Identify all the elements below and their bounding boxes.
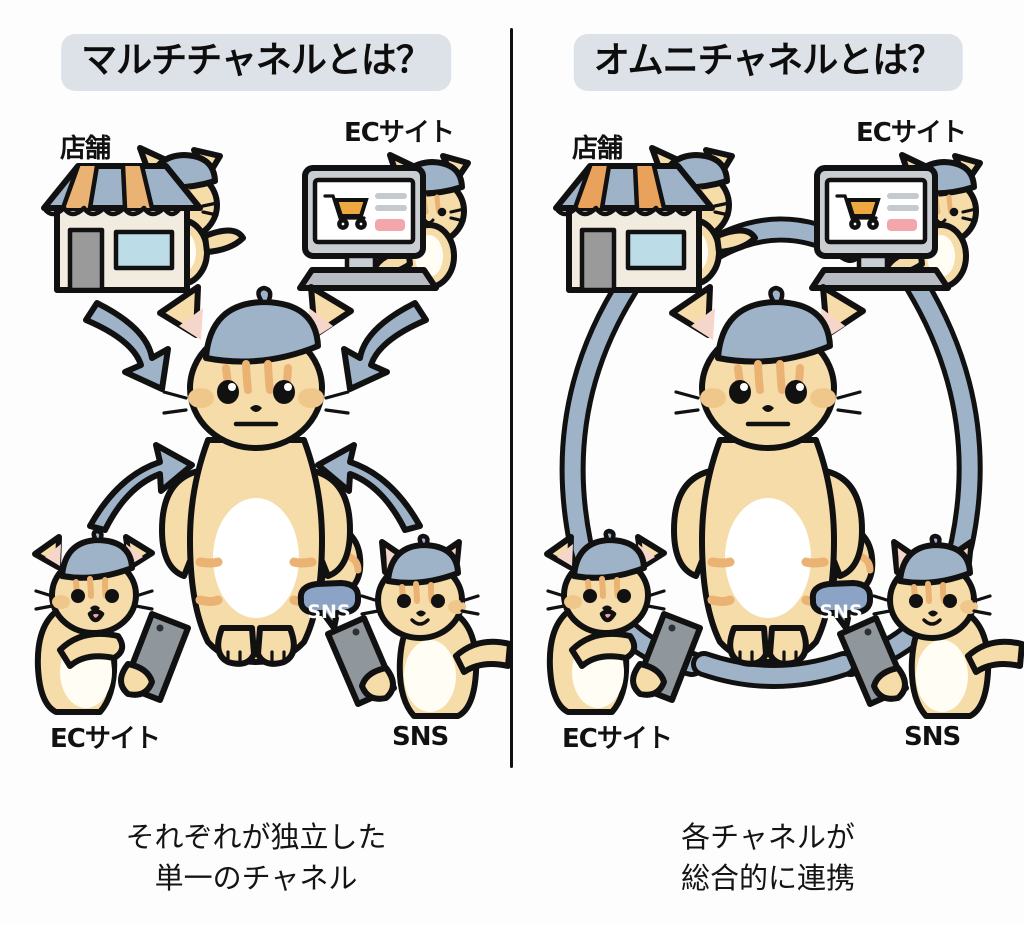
sns-cat: SNS	[297, 533, 513, 719]
ec-site-top-icon	[809, 152, 983, 291]
caption-line-2: 総合的に連携	[680, 860, 855, 895]
sns-cat: SNS	[809, 533, 1024, 719]
channel-label-sns: SNS	[392, 722, 449, 752]
panel-divider	[510, 28, 513, 768]
panel-caption-omnichannel: 各チャネルが 総合的に連携	[512, 817, 1024, 899]
sns-bubble-text: SNS	[307, 601, 350, 623]
caption-line-1: それぞれが独立した	[125, 819, 387, 854]
center-cat-multichannel	[157, 284, 364, 667]
channel-label-store: 店舗	[572, 134, 623, 164]
channel-label-ec-top: ECサイト	[856, 118, 967, 148]
panel-title-multichannel: マルチチャネルとは？	[61, 34, 451, 91]
panel-omnichannel: オムニチャネルとは？	[512, 0, 1024, 925]
sns-bubble-text: SNS	[819, 601, 862, 623]
panel-multichannel: マルチチャネルとは？ .ol{stroke:#111;stroke-width:…	[0, 34, 513, 899]
ec-site-top-icon	[297, 152, 471, 291]
panel-title-text: マルチチャネルとは？	[81, 40, 432, 81]
caption-line-1: 各チャネルが	[681, 819, 855, 854]
panel-caption-multichannel: それぞれが独立した 単一のチャネル	[0, 817, 512, 899]
omnichannel-artwork: SNS	[544, 145, 1024, 719]
panel-title-omnichannel: オムニチャネルとは？	[573, 34, 963, 91]
sns-speech-bubble: SNS	[809, 580, 874, 631]
store-icon	[553, 145, 758, 293]
channel-label-sns: SNS	[904, 722, 961, 752]
multichannel-artwork: .ol{stroke:#111;stroke-width:6;stroke-li…	[32, 145, 513, 719]
channel-label-ec-bottom: ECサイト	[562, 724, 673, 754]
ec-site-bottom-cat	[544, 528, 703, 715]
panel-title-text: オムニチャネルとは？	[593, 40, 944, 81]
channel-label-ec-top: ECサイト	[344, 118, 455, 148]
store-icon	[41, 145, 246, 293]
ec-site-bottom-cat	[32, 528, 191, 715]
sns-speech-bubble: SNS	[297, 580, 362, 631]
channel-label-ec-bottom: ECサイト	[50, 724, 161, 754]
arrow-from-ec-bottom	[87, 442, 195, 533]
channel-label-store: 店舗	[60, 134, 111, 164]
arrow-from-ec-top	[341, 300, 429, 392]
caption-line-2: 単一のチャネル	[154, 860, 358, 895]
arrow-from-store	[83, 300, 171, 392]
